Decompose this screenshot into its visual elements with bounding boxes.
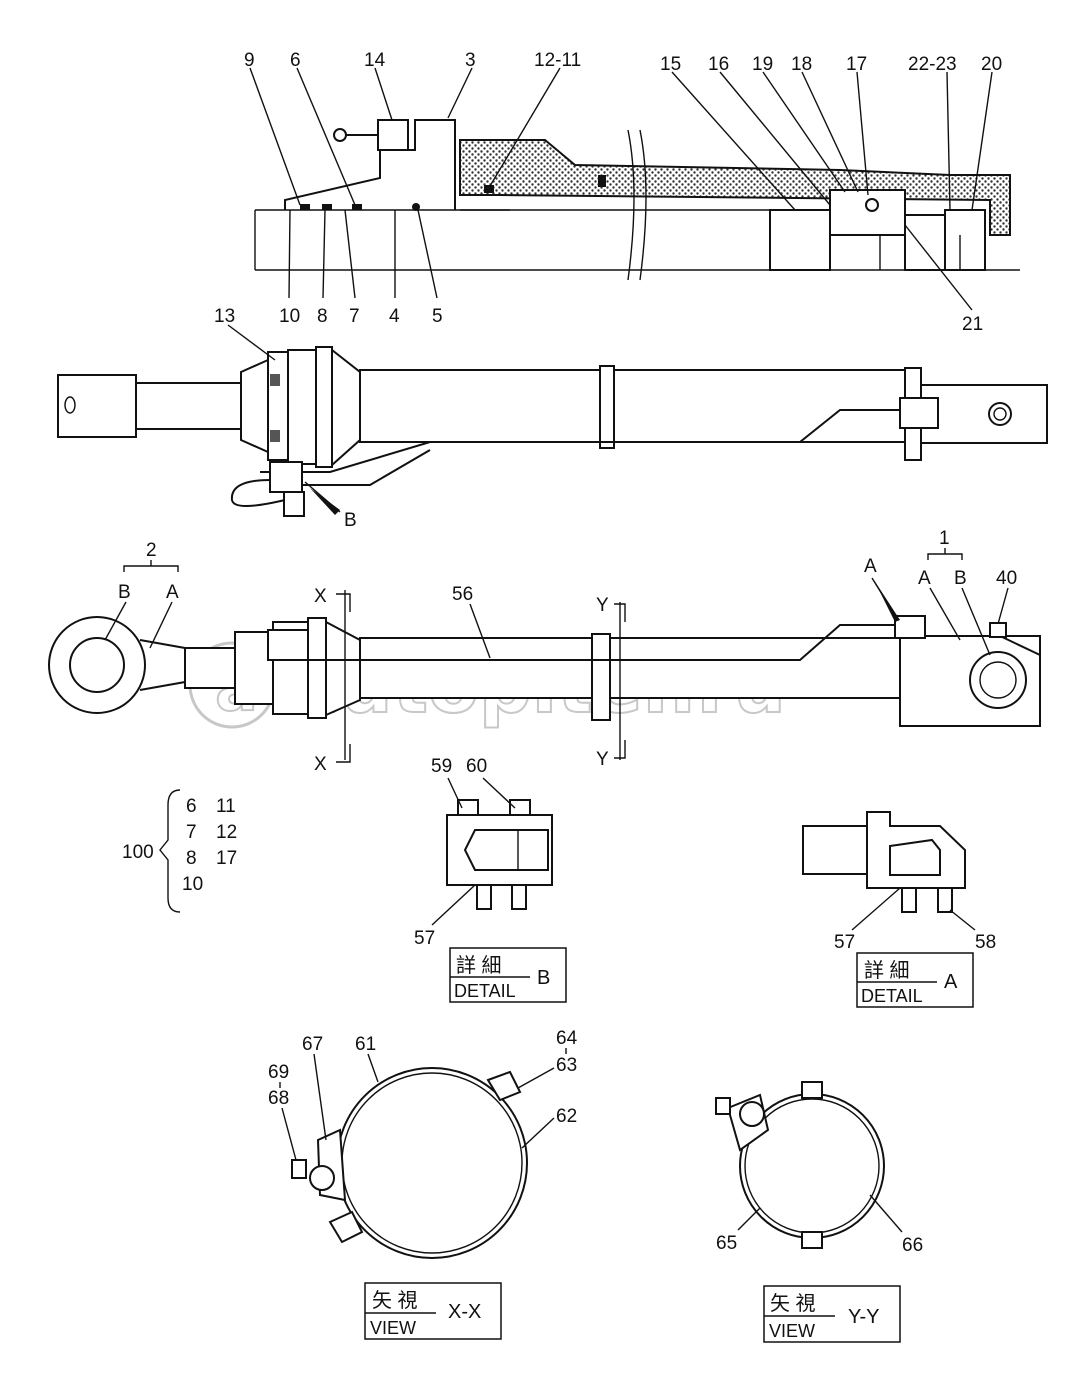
svg-text:5: 5	[432, 306, 443, 327]
main-callouts: 2 B A X X 56 Y Y A 1 A B 40	[104, 528, 1017, 775]
svg-text:A: A	[918, 568, 931, 589]
svg-text:20: 20	[981, 54, 1002, 75]
svg-text:61: 61	[355, 1034, 376, 1055]
detail-a-label-box: 詳 細 DETAIL A	[856, 952, 974, 1008]
svg-text:19: 19	[752, 54, 773, 75]
svg-text:12: 12	[216, 822, 237, 843]
svg-text:10: 10	[182, 874, 203, 895]
svg-text:B: B	[954, 568, 967, 589]
svg-text:14: 14	[364, 50, 386, 71]
detail-b-callouts: 59 60 57	[414, 756, 516, 949]
svg-text:B: B	[537, 967, 550, 989]
svg-text:12-11: 12-11	[534, 50, 581, 71]
svg-text:22-23: 22-23	[908, 54, 957, 75]
svg-text:X: X	[314, 754, 327, 775]
svg-text:VIEW: VIEW	[769, 1321, 815, 1341]
svg-text:100: 100	[122, 842, 154, 863]
view-yy-callouts: 65 66	[716, 1194, 923, 1256]
svg-text:詳 細: 詳 細	[864, 959, 910, 982]
svg-text:67: 67	[302, 1034, 323, 1055]
svg-text:Y-Y: Y-Y	[848, 1306, 880, 1328]
svg-text:VIEW: VIEW	[370, 1318, 416, 1338]
svg-text:62: 62	[556, 1106, 577, 1127]
svg-text:DETAIL: DETAIL	[861, 986, 923, 1006]
section-callouts: 9 6 14 3 12-11 15 16 19 18 17 22-23 20 1…	[244, 50, 1002, 335]
svg-text:11: 11	[216, 796, 236, 817]
svg-text:Y: Y	[596, 749, 609, 770]
svg-text:矢 視: 矢 視	[770, 1292, 816, 1315]
svg-text:A: A	[864, 556, 877, 577]
detail-b-drawing	[446, 799, 553, 910]
svg-text:詳 細: 詳 細	[456, 954, 502, 977]
svg-text:A: A	[944, 971, 958, 993]
svg-text:6: 6	[290, 50, 301, 71]
svg-text:56: 56	[452, 584, 473, 605]
svg-text:17: 17	[216, 848, 237, 869]
svg-text:1: 1	[939, 528, 950, 549]
svg-text:13: 13	[214, 306, 235, 327]
svg-text:B: B	[118, 582, 131, 603]
svg-text:63: 63	[556, 1055, 577, 1076]
svg-text:B: B	[344, 510, 357, 531]
svg-text:15: 15	[660, 54, 681, 75]
svg-text:A: A	[166, 582, 179, 603]
view-yy-drawing	[715, 1081, 885, 1249]
svg-text:59: 59	[431, 756, 452, 777]
svg-text:68: 68	[268, 1088, 289, 1109]
svg-text:60: 60	[466, 756, 487, 777]
svg-text:2: 2	[146, 540, 157, 561]
view-xx-label-box: 矢 視 VIEW X-X	[364, 1282, 502, 1340]
svg-text:9: 9	[244, 50, 255, 71]
svg-text:64: 64	[556, 1028, 578, 1049]
view-xx-callouts: 69 68 67 61 64 63 62	[268, 1028, 578, 1161]
kit-list: 100 6 11 7 12 8 17 10	[122, 789, 237, 913]
svg-text:21: 21	[962, 314, 983, 335]
svg-text:4: 4	[389, 306, 400, 327]
svg-text:66: 66	[902, 1235, 923, 1256]
svg-text:10: 10	[279, 306, 300, 327]
cylinder-main-view	[48, 590, 1041, 760]
svg-text:8: 8	[186, 848, 197, 869]
svg-text:7: 7	[349, 306, 360, 327]
svg-text:69: 69	[268, 1062, 289, 1083]
svg-text:DETAIL: DETAIL	[454, 981, 516, 1001]
svg-text:58: 58	[975, 932, 996, 953]
mid-callouts: 13 B	[214, 306, 357, 531]
svg-text:3: 3	[465, 50, 476, 71]
view-yy-label-box: 矢 視 VIEW Y-Y	[763, 1285, 901, 1343]
section-leaders	[249, 67, 993, 311]
svg-text:57: 57	[834, 932, 855, 953]
detail-a-drawing	[802, 811, 966, 913]
section-view	[254, 119, 1020, 281]
svg-text:57: 57	[414, 928, 435, 949]
detail-b-label-box: 詳 細 DETAIL B	[449, 947, 567, 1003]
svg-text:X-X: X-X	[448, 1301, 481, 1323]
view-xx-drawing	[291, 1067, 528, 1259]
svg-text:8: 8	[317, 306, 328, 327]
svg-text:Y: Y	[596, 595, 609, 616]
svg-text:6: 6	[186, 796, 197, 817]
detail-a-callouts: 57 58	[834, 887, 996, 953]
svg-text:17: 17	[846, 54, 867, 75]
svg-text:18: 18	[791, 54, 812, 75]
svg-text:X: X	[314, 586, 327, 607]
svg-text:矢 視: 矢 視	[372, 1289, 418, 1312]
svg-text:65: 65	[716, 1233, 737, 1254]
svg-text:16: 16	[708, 54, 729, 75]
svg-text:40: 40	[996, 568, 1017, 589]
cylinder-side-view	[57, 346, 1048, 517]
svg-text:7: 7	[186, 822, 197, 843]
